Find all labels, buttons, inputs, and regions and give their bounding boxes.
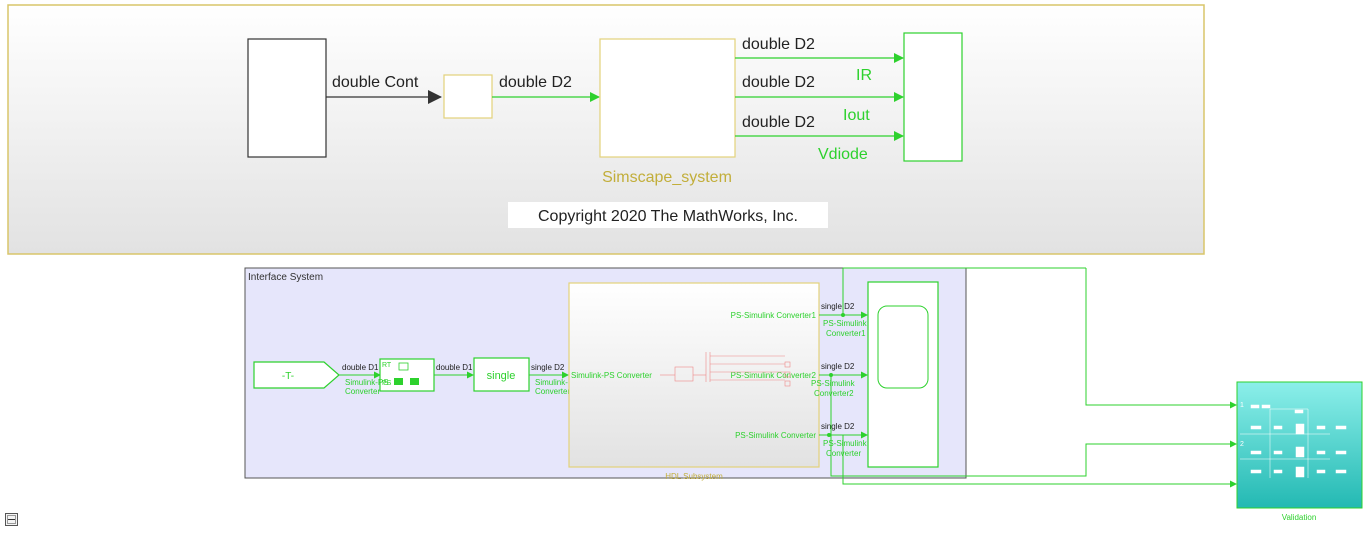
validation-name: Validation: [1282, 513, 1317, 522]
out-conv2-label-a: PS-Simulink: [811, 379, 856, 388]
validation-port-1: 1: [1240, 402, 1244, 409]
rt-icon-bar2: [410, 378, 419, 385]
simscape-system-block[interactable]: [599, 38, 736, 158]
scope-screen-icon: [877, 305, 929, 389]
signal-label-out3: double D2: [742, 114, 815, 131]
signal-label-single-in: single D2: [531, 363, 565, 372]
goto-block[interactable]: [253, 361, 340, 389]
out-conv1-label-b: Converter1: [826, 329, 866, 338]
route-to-validation-3[interactable]: [842, 435, 1237, 488]
signal-label-out2: double D2: [742, 74, 815, 91]
route-to-validation-2[interactable]: [830, 375, 1237, 477]
conv1-label-b: Converter: [345, 387, 380, 396]
top-output-block[interactable]: [903, 32, 963, 162]
signal-name-vdiode: Vdiode: [818, 146, 868, 163]
conversion-block[interactable]: [443, 74, 493, 119]
goto-tag: -T-: [282, 371, 294, 382]
conv1-label-a: Simulink-PS: [345, 378, 389, 387]
out-sig1-label: single D2: [821, 302, 855, 311]
copyright-background: [508, 202, 828, 228]
conv2-label-a: Simulink-PS: [535, 378, 579, 387]
validation-block[interactable]: [1236, 381, 1363, 509]
out-conv3-label-b: Converter: [826, 449, 861, 458]
rt-icon: [398, 362, 409, 371]
route-to-validation-1[interactable]: [1085, 268, 1237, 409]
hdl-out1-label: PS-Simulink Converter1: [731, 311, 817, 320]
single-block-label: single: [487, 370, 516, 382]
signal-name-iout: Iout: [843, 107, 870, 124]
conv2-label-b: Converter: [535, 387, 570, 396]
hdl-subsystem-name: HDL Subsystem: [665, 472, 723, 481]
source-block[interactable]: [247, 38, 327, 158]
collapse-toggle-button[interactable]: [5, 513, 18, 526]
branch-point-3: [827, 433, 831, 437]
signal-label-cont: double Cont: [332, 74, 419, 91]
copyright-text: Copyright 2020 The MathWorks, Inc.: [538, 208, 798, 225]
signal-label-d1: double D1: [342, 363, 379, 372]
out-conv3-label-a: PS-Simulink: [823, 439, 868, 448]
interface-system-title: Interface System: [248, 272, 323, 283]
out-sig2-label: single D2: [821, 362, 855, 371]
signal-label-d1b: double D1: [436, 363, 473, 372]
hdl-out2-label: PS-Simulink Converter2: [731, 371, 817, 380]
green-routing-box: [842, 267, 1086, 315]
ps-label: PS: [382, 380, 392, 387]
rate-transition-block[interactable]: [379, 358, 435, 392]
validation-internal-preview: [1240, 404, 1347, 478]
out-sig3-label: single D2: [821, 422, 855, 431]
simscape-system-label: Simscape_system: [602, 169, 732, 186]
signal-label-out1: double D2: [742, 36, 815, 53]
hdl-internal-preview: [660, 352, 791, 387]
rt-icon-bar1: [394, 378, 403, 385]
signal-label-d2: double D2: [499, 74, 572, 91]
out-conv2-label-b: Converter2: [814, 389, 854, 398]
out-conv1-label-a: PS-Simulink: [823, 319, 868, 328]
single-conversion-block[interactable]: [473, 357, 530, 392]
hdl-in-port-label: Simulink-PS Converter: [571, 371, 652, 380]
hdl-out3-label: PS-Simulink Converter: [735, 431, 816, 440]
signal-name-ir: IR: [856, 67, 872, 84]
validation-port-2: 2: [1240, 441, 1244, 448]
rt-label: RT: [382, 362, 392, 369]
